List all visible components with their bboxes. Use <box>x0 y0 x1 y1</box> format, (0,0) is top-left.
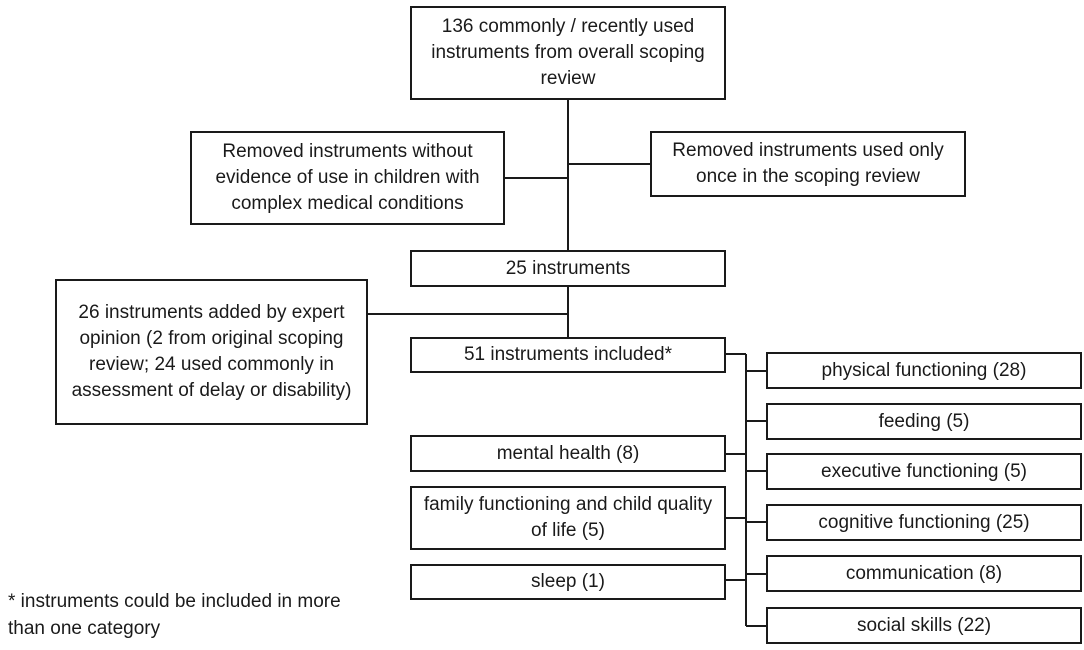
box-removed-no-evidence: Removed instruments without evidence of … <box>190 131 505 225</box>
box-executive-functioning: executive functioning (5) <box>766 453 1082 490</box>
box-physical-functioning: physical functioning (28) <box>766 352 1082 389</box>
box-overall-instruments: 136 commonly / recently used instruments… <box>410 6 726 100</box>
box-51-instruments-included: 51 instruments included* <box>410 337 726 373</box>
box-mental-health: mental health (8) <box>410 435 726 472</box>
footnote: * instruments could be included in more … <box>8 591 341 639</box>
box-social-skills: social skills (22) <box>766 607 1082 644</box>
box-cognitive-functioning: cognitive functioning (25) <box>766 504 1082 541</box>
box-communication: communication (8) <box>766 555 1082 592</box>
box-feeding: feeding (5) <box>766 403 1082 440</box>
box-removed-used-once: Removed instruments used only once in th… <box>650 131 966 197</box>
box-expert-opinion-added: 26 instruments added by expert opinion (… <box>55 279 368 425</box>
box-sleep: sleep (1) <box>410 564 726 600</box>
box-family-functioning: family functioning and child quality of … <box>410 486 726 550</box>
box-25-instruments: 25 instruments <box>410 250 726 287</box>
